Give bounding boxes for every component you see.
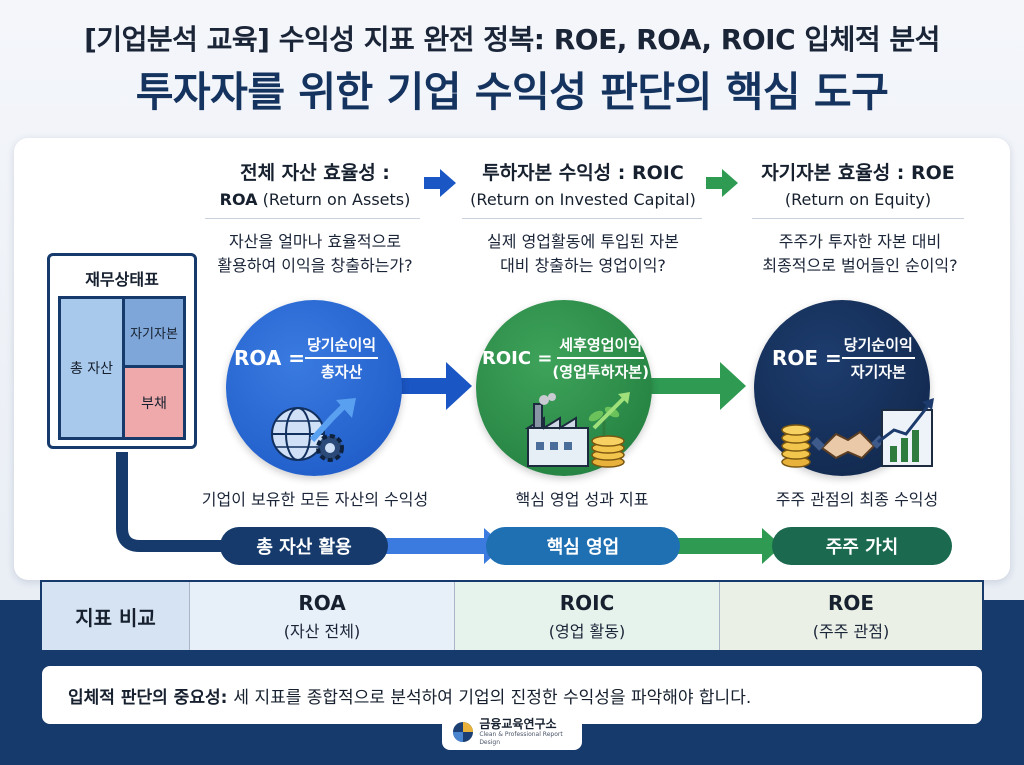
roic-formula-lhs: ROIC = — [482, 347, 553, 369]
roic-formula: ROIC = 세후영업이익 (영업투하자본) — [482, 334, 649, 382]
roe-formula: ROE = 당기순이익 자기자본 — [772, 334, 915, 382]
comparison-metric: ROIC — [559, 590, 615, 615]
roa-formula-lhs: ROA = — [234, 346, 306, 370]
roa-numerator: 당기순이익 — [305, 334, 379, 359]
roic-full-name: (Return on Invested Capital) — [470, 190, 696, 209]
roa-divider — [205, 218, 420, 219]
roe-caption: 주주 관점의 최종 수익성 — [775, 490, 939, 509]
roic-question-line: 대비 창출하는 영업이익? — [500, 256, 666, 275]
coins-handshake-chart-icon — [781, 398, 934, 468]
importance-note-text: 세 지표를 종합적으로 분석하여 기업의 진정한 수익성을 파악해야 합니다. — [233, 687, 752, 708]
roic-caption: 핵심 영업 성과 지표 — [515, 490, 649, 509]
roic-question: 실제 영업활동에 투입된 자본 대비 창출하는 영업이익? — [458, 230, 708, 278]
balance-sheet-equity: 자기자본 — [125, 299, 183, 365]
balance-sheet-grid: 총 자산 자기자본 부채 — [58, 296, 186, 440]
globe-gear-growth-icon — [271, 398, 356, 462]
roe-fraction: 당기순이익 자기자본 — [841, 334, 915, 382]
roic-denominator: (영업투하자본) — [552, 363, 649, 381]
roe-numerator: 당기순이익 — [841, 334, 915, 359]
roe-denominator: 자기자본 — [850, 363, 906, 381]
roa-pill: 총 자산 활용 — [220, 527, 388, 565]
roe-full-name: (Return on Equity) — [784, 190, 932, 209]
roe-heading: 자기자본 효율성 : ROE (Return on Equity) — [748, 158, 968, 209]
roa-question: 자산을 얼마나 효율적으로 활용하여 이익을 창출하는가? — [190, 230, 440, 278]
roa-full-name: (Return on Assets) — [262, 190, 411, 209]
roa-heading: 전체 자산 효율성 : ROA (Return on Assets) — [200, 158, 430, 209]
roa-caption: 기업이 보유한 모든 자산의 수익성 — [201, 490, 429, 509]
balance-sheet-assets: 총 자산 — [61, 299, 122, 437]
logo-icon — [453, 722, 473, 742]
comparison-metric: ROA — [298, 590, 346, 615]
roa-formula: ROA = 당기순이익 총자산 — [234, 334, 379, 382]
roic-divider — [462, 218, 702, 219]
roa-abbr: ROA — [219, 190, 258, 209]
roic-fraction: 세후영업이익 (영업투하자본) — [552, 334, 649, 382]
comparison-sub: (영업 활동) — [548, 621, 626, 641]
balance-sheet-liabilities: 부채 — [125, 368, 183, 437]
comparison-cell-roic: ROIC (영업 활동) — [455, 582, 720, 650]
footer-logo: 금융교육연구소 Clean & Professional Report Desi… — [442, 714, 582, 750]
roe-divider — [752, 218, 964, 219]
arrow-right-icon — [424, 169, 456, 197]
footer-org: 금융교육연구소 — [479, 717, 557, 731]
roic-heading-title: 투하자본 수익성 : ROIC — [482, 162, 684, 184]
roe-question: 주주가 투자한 자본 대비 최종적으로 벌어들인 순이익? — [730, 230, 990, 278]
importance-note: 입체적 판단의 중요성: 세 지표를 종합적으로 분석하여 기업의 진정한 수익… — [40, 664, 984, 726]
importance-note-label: 입체적 판단의 중요성: — [68, 687, 228, 708]
comparison-table: 지표 비교 ROA (자산 전체) ROIC (영업 활동) ROE (주주 관… — [40, 580, 984, 652]
roa-question-line: 자산을 얼마나 효율적으로 — [228, 232, 402, 251]
footer-tagline: Clean & Professional Report Design — [479, 731, 563, 746]
comparison-sub: (자산 전체) — [283, 621, 361, 641]
flow-connector — [116, 362, 782, 564]
arrow-right-icon — [706, 169, 738, 197]
roa-heading-title: 전체 자산 효율성 : — [240, 162, 390, 184]
roic-pill: 핵심 영업 — [486, 527, 680, 565]
roe-heading-title: 자기자본 효율성 : ROE — [761, 162, 955, 184]
roic-question-line: 실제 영업활동에 투입된 자본 — [487, 232, 679, 251]
comparison-label: 지표 비교 — [42, 582, 190, 650]
balance-sheet: 재무상태표 총 자산 자기자본 부채 — [47, 253, 197, 449]
page-title: [기업분석 교육] 수익성 지표 완전 정복: ROE, ROA, ROIC 입… — [84, 23, 940, 56]
factory-plant-coins-icon — [524, 392, 630, 468]
roic-numerator: 세후영업이익 — [557, 334, 645, 359]
roic-heading: 투하자본 수익성 : ROIC (Return on Invested Capi… — [452, 158, 714, 209]
roe-question-line: 최종적으로 벌어들인 순이익? — [762, 256, 958, 275]
roa-question-line: 활용하여 이익을 창출하는가? — [217, 256, 413, 275]
comparison-cell-roa: ROA (자산 전체) — [190, 582, 455, 650]
roe-question-line: 주주가 투자한 자본 대비 — [778, 232, 942, 251]
roa-fraction: 당기순이익 총자산 — [305, 334, 379, 382]
roe-pill: 주주 가치 — [772, 527, 952, 565]
roe-formula-lhs: ROE = — [772, 346, 842, 370]
balance-sheet-title: 재무상태표 — [85, 270, 159, 289]
roa-denominator: 총자산 — [320, 363, 363, 381]
roa-heading-subtitle: ROA (Return on Assets) — [200, 190, 430, 209]
comparison-metric: ROE — [827, 590, 875, 615]
page-subtitle: 투자자를 위한 기업 수익성 판단의 핵심 도구 — [135, 68, 889, 116]
comparison-cell-roe: ROE (주주 관점) — [720, 582, 982, 650]
comparison-sub: (주주 관점) — [812, 621, 890, 641]
